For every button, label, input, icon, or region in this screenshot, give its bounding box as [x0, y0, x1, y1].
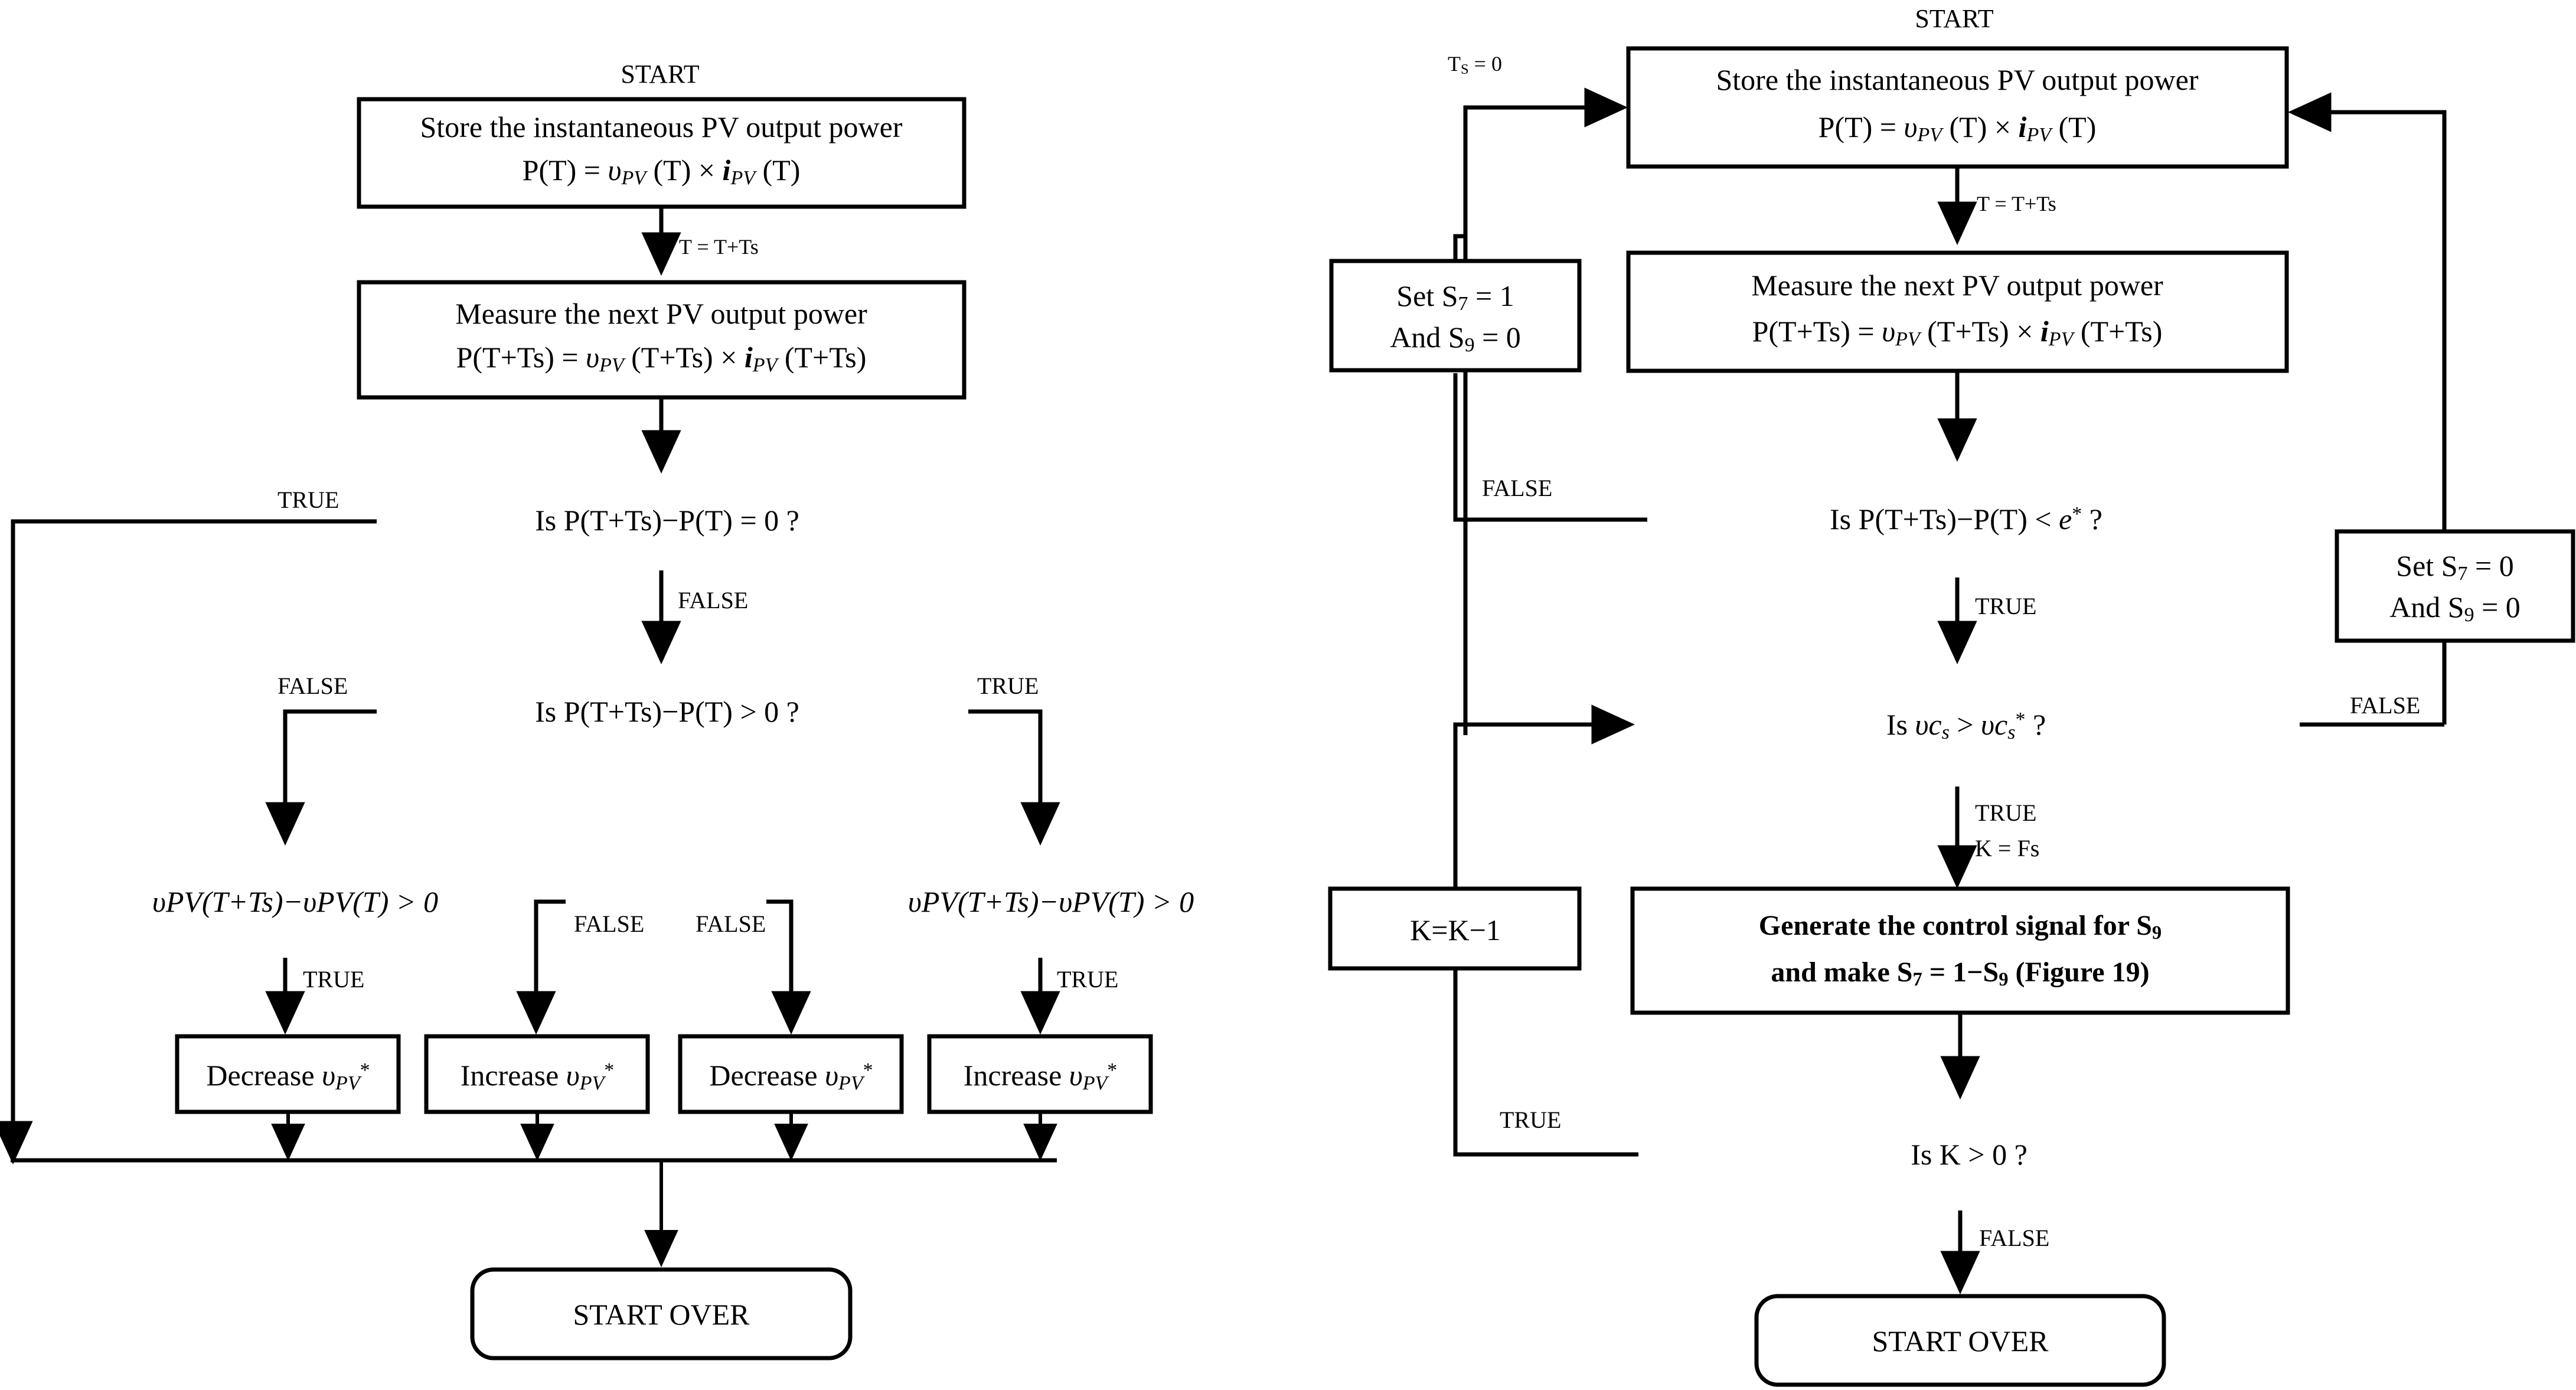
right-decision-error-text: Is P(T+Ts)−P(T) < e* ?	[1830, 503, 2102, 536]
left-action-decrease-2-text: Decrease υPV*	[709, 1059, 873, 1094]
right-store-line2: P(T) = υPV (T) × iPV (T)	[1818, 110, 2097, 146]
left-edge-gt-false	[265, 709, 377, 846]
right-generate-signal-line2: and make S7 = 1−S9 (Figure 19)	[1771, 957, 2149, 990]
left-action-decrease-1-text: Decrease υPV*	[206, 1059, 370, 1094]
left-store-line2: P(T) = υPV (T) × iPV (T)	[523, 154, 801, 189]
right-label-ts-zero: TS = 0	[1448, 52, 1502, 77]
right-label-vcs-false: FALSE	[2350, 692, 2420, 719]
left-label-vl-false: FALSE	[574, 911, 644, 937]
left-label-vl-true: TRUE	[303, 966, 364, 993]
left-action-increase-1-text: Increase υPV*	[461, 1059, 615, 1094]
right-set-s7-zero-line2: And S9 = 0	[2389, 590, 2521, 626]
right-set-s7-zero-line1: Set S7 = 0	[2396, 549, 2513, 585]
right-edge-ts-zero-inbound	[1463, 87, 1628, 735]
right-decision-k-gt-zero-text: Is K > 0 ?	[1911, 1138, 2028, 1171]
right-generate-signal-line1: Generate the control signal for S9	[1759, 910, 2162, 944]
left-action-increase-2-text: Increase υPV*	[964, 1059, 1118, 1094]
right-k-decrement-text: K=K−1	[1410, 913, 1501, 947]
left-decision-vpv-left-text: υPV(T+Ts)−υPV(T) > 0	[152, 885, 438, 918]
right-label-vcs-k-fs: K = Fs	[1975, 835, 2039, 862]
left-flowchart: START Store the instantaneous PV output …	[0, 60, 1194, 1360]
left-action-decrease-2	[678, 1034, 904, 1114]
left-label-vr-false: FALSE	[696, 911, 766, 937]
right-label-err-false: FALSE	[1482, 475, 1552, 501]
left-action-decrease-1	[175, 1034, 401, 1114]
right-set-s7-one-line2: And S9 = 0	[1390, 321, 1521, 356]
left-store-line1: Store the instantaneous PV output power	[420, 110, 902, 143]
left-edge-gt-true	[968, 709, 1060, 846]
right-edge-k-loop-back	[1453, 704, 1635, 889]
left-label-gt-true: TRUE	[977, 673, 1039, 699]
right-measure-line2: P(T+Ts) = υPV (T+Ts) × iPV (T+Ts)	[1752, 315, 2163, 350]
left-decision-equal-zero-text: Is P(T+Ts)−P(T) = 0 ?	[535, 504, 799, 537]
left-action-increase-1	[424, 1034, 650, 1114]
right-measure-power-box	[1626, 250, 2289, 373]
left-edge-eq-true-return	[0, 519, 377, 1164]
right-set-s7-one-box	[1329, 259, 1582, 373]
left-store-power-box	[357, 97, 967, 209]
left-edge-vr-false	[766, 899, 811, 1035]
right-edge-k-true	[1453, 968, 1638, 1157]
left-measure-line1: Measure the next PV output power	[455, 297, 867, 330]
right-generate-signal-box	[1630, 886, 2290, 1015]
right-set-s7-one-line1: Set S7 = 1	[1396, 279, 1514, 315]
right-start-over-terminator	[1754, 1294, 2166, 1387]
left-start-label: START	[621, 60, 699, 89]
right-label-t-plus-ts: T = T+Ts	[1977, 192, 2056, 216]
left-start-over-label: START OVER	[573, 1298, 750, 1331]
right-label-k-false: FALSE	[1979, 1225, 2049, 1251]
right-start-label: START	[1915, 4, 1993, 33]
left-start-over-terminator	[470, 1267, 853, 1360]
left-measure-line2: P(T+Ts) = υPV (T+Ts) × iPV (T+Ts)	[456, 341, 867, 376]
right-label-k-true: TRUE	[1500, 1107, 1561, 1133]
right-edge-err-false	[1453, 373, 1647, 522]
left-edge-vl-false	[516, 899, 566, 1035]
right-label-vcs-true: TRUE	[1975, 800, 2036, 826]
left-decision-vpv-right-text: υPV(T+Ts)−υPV(T) > 0	[908, 885, 1194, 918]
right-store-power-box	[1626, 46, 2289, 169]
right-edge-set-to-spine	[1453, 234, 1465, 261]
left-label-eq-true: TRUE	[277, 487, 339, 513]
left-label-vr-true: TRUE	[1057, 966, 1118, 993]
left-edge-label-t-plus-ts: T = T+Ts	[679, 235, 759, 259]
right-label-err-true: TRUE	[1975, 593, 2036, 619]
right-start-over-label: START OVER	[1872, 1324, 2049, 1358]
right-edge-vcs-false-return	[2288, 92, 2447, 725]
right-k-decrement-box	[1328, 886, 1582, 971]
right-set-s7-zero-box	[2335, 529, 2575, 643]
right-measure-line1: Measure the next PV output power	[1751, 269, 2163, 302]
left-decision-greater-zero-text: Is P(T+Ts)−P(T) > 0 ?	[535, 695, 799, 728]
left-measure-power-box	[357, 280, 967, 400]
left-label-eq-false: FALSE	[678, 587, 748, 614]
right-store-line1: Store the instantaneous PV output power	[1716, 63, 2198, 96]
right-flowchart: START Store the instantaneous PV output …	[1328, 4, 2575, 1387]
right-decision-vcs-text: Is υcs > υcs* ?	[1886, 708, 2046, 743]
left-label-gt-false: FALSE	[277, 673, 348, 699]
